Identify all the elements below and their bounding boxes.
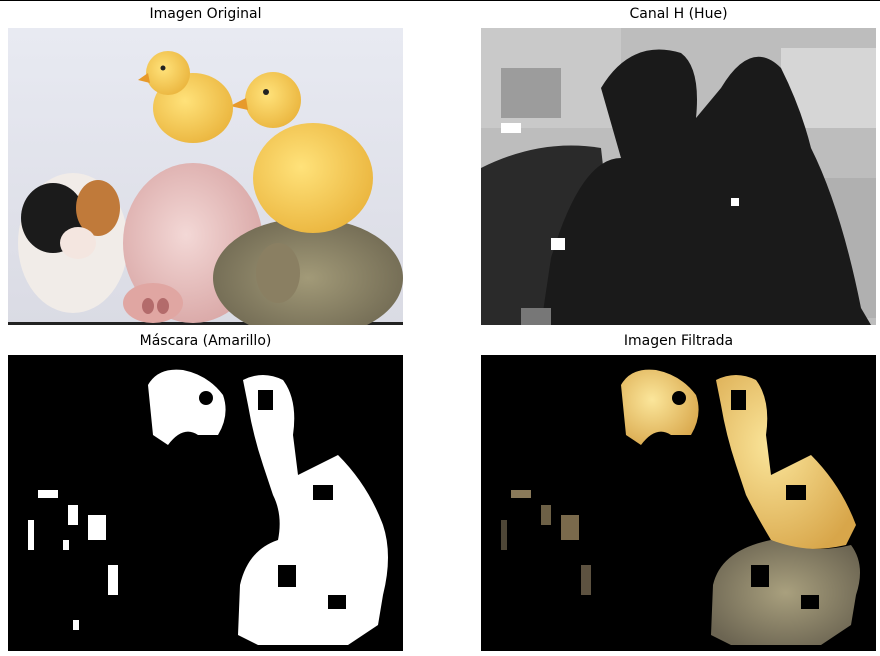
panel-title-hue: Canal H (Hue) <box>629 6 728 22</box>
hue-channel-image <box>481 28 876 325</box>
panel-hue: Canal H (Hue) <box>481 6 876 325</box>
filtered-image <box>481 355 876 651</box>
panel-original: Imagen Original <box>8 6 403 325</box>
mask-image <box>8 355 403 651</box>
panel-title-original: Imagen Original <box>149 6 262 22</box>
panel-mask: Máscara (Amarillo) <box>8 333 403 651</box>
original-image <box>8 28 403 325</box>
panel-title-filtered: Imagen Filtrada <box>623 333 734 349</box>
figure-top-border <box>0 0 880 1</box>
panel-filtered: Imagen Filtrada <box>481 333 876 651</box>
panel-title-mask: Máscara (Amarillo) <box>139 333 272 349</box>
